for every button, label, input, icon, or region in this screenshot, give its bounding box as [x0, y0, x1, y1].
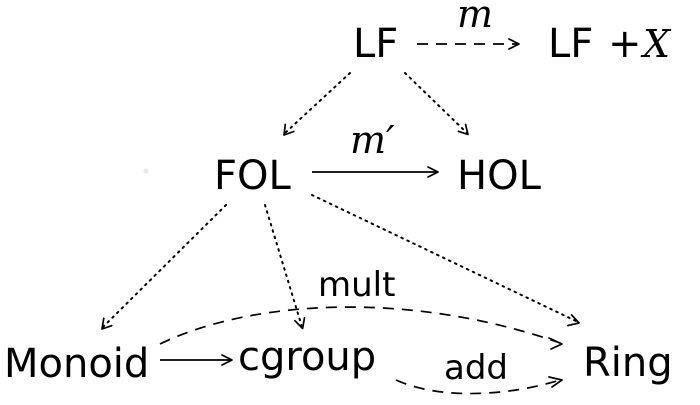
edge-lf-to-fol — [283, 72, 351, 136]
edge-label-add: add — [444, 348, 508, 388]
node-lf-plus-x: LF + X — [548, 21, 672, 67]
node-lf-plus-x-plus: + — [608, 21, 642, 67]
node-lf: LF — [353, 21, 398, 67]
edge-label-m-prime: m′ — [350, 118, 395, 162]
node-lf-plus-x-variable: X — [640, 22, 672, 66]
edge-fol-to-cgroup — [264, 204, 306, 330]
artifact-dot — [143, 168, 149, 174]
node-ring: Ring — [583, 340, 673, 386]
edge-cgroup-to-ring — [395, 376, 563, 395]
edge-fol-to-monoid — [101, 204, 227, 330]
edge-lf-to-lfx — [417, 38, 520, 50]
edge-monoid-to-cgroup — [160, 354, 233, 366]
edge-label-m: m — [457, 0, 493, 36]
edge-fol-to-ring — [311, 194, 580, 327]
node-lf-plus-x-prefix: LF — [548, 21, 593, 67]
edge-monoid-to-ring — [159, 306, 563, 350]
edge-fol-to-hol — [312, 166, 439, 178]
edge-lf-to-hol — [404, 72, 469, 136]
node-hol: HOL — [457, 153, 542, 199]
node-monoid: Monoid — [4, 341, 149, 387]
node-cgroup: cgroup — [238, 334, 376, 380]
node-fol: FOL — [214, 153, 291, 199]
edge-label-mult: mult — [318, 265, 395, 305]
